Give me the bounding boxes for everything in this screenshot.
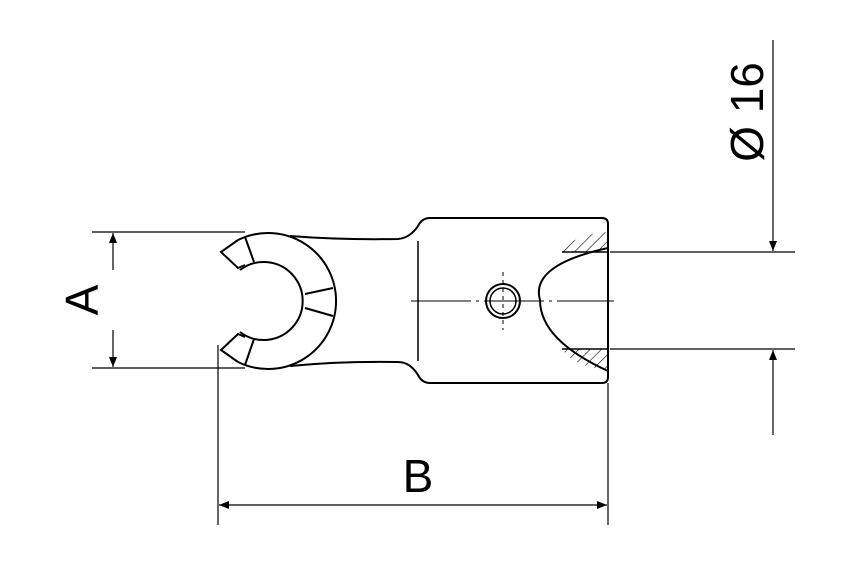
dim-diameter-label: Ø 16 <box>721 62 773 162</box>
head-inner <box>239 261 304 341</box>
hatched-section-top <box>562 232 608 252</box>
dim-b-label: B <box>403 450 434 502</box>
dim-a-label: A <box>56 284 108 315</box>
dimension-b <box>217 345 609 525</box>
head-outer <box>237 232 337 370</box>
dimension-diameter <box>610 40 795 435</box>
dimension-a <box>92 231 245 369</box>
hatched-section-bottom <box>562 349 608 369</box>
